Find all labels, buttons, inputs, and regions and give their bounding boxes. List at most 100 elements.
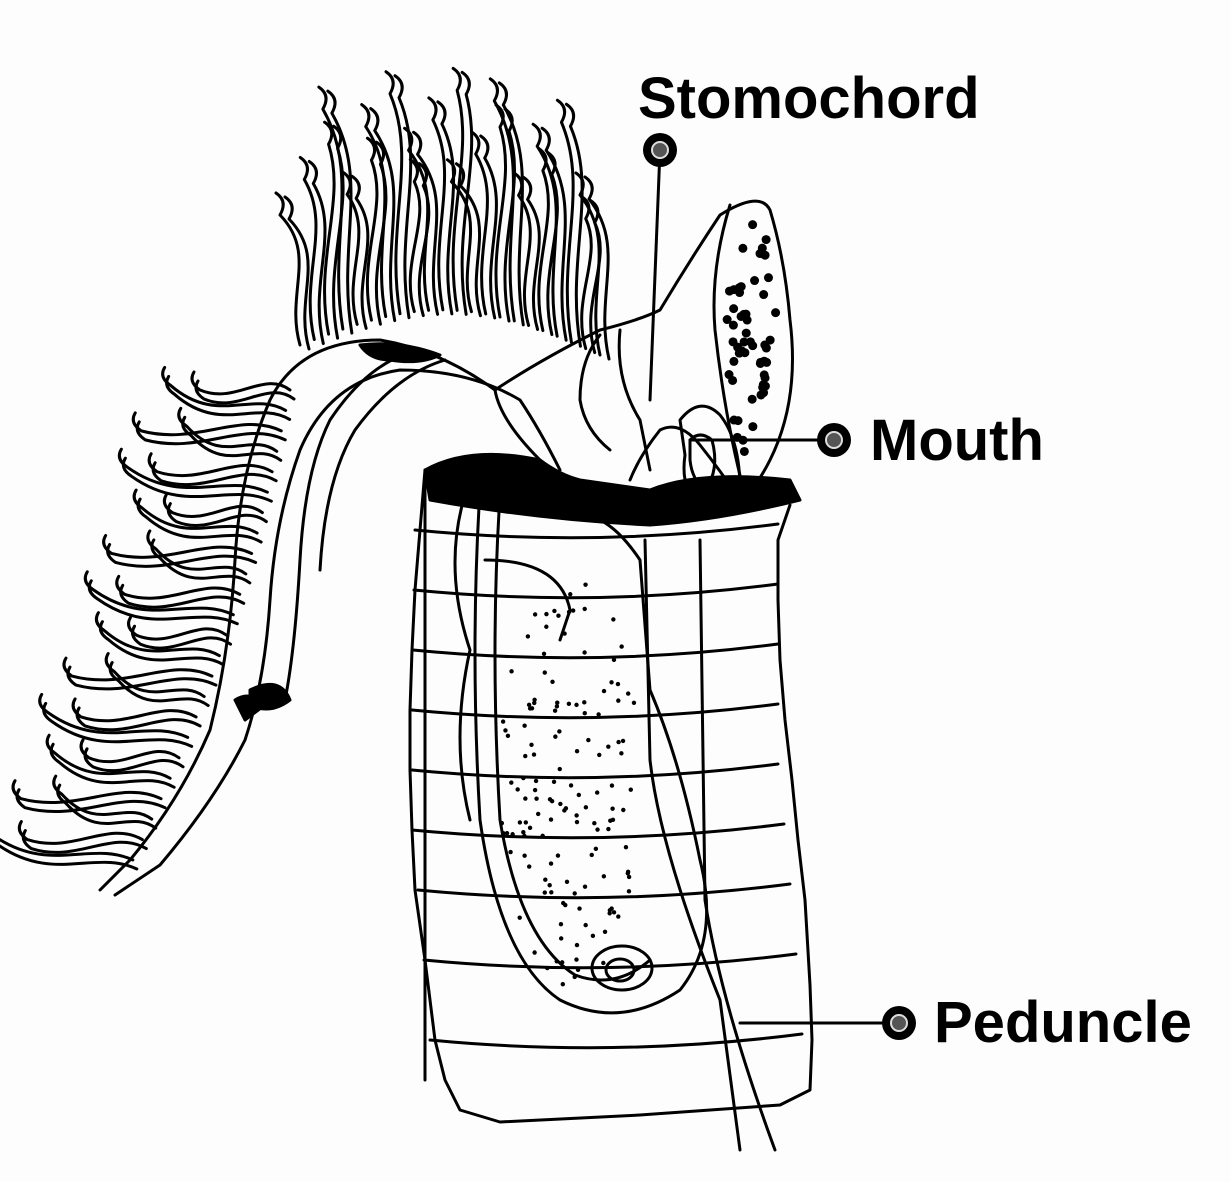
stipple-dot xyxy=(761,382,770,391)
stipple-dot xyxy=(764,273,773,282)
stipple-dot xyxy=(583,884,587,888)
stipple-dot xyxy=(565,880,569,884)
stipple-dot xyxy=(612,910,616,914)
stipple-dot xyxy=(629,787,633,791)
stipple-dot xyxy=(606,827,610,831)
stipple-dot xyxy=(506,734,510,738)
stipple-dot xyxy=(748,395,757,404)
stipple-dot xyxy=(553,709,557,713)
peduncle-ring xyxy=(412,704,778,718)
stipple-dot xyxy=(616,740,620,744)
tentacle xyxy=(129,617,227,639)
stipple-dot xyxy=(619,751,623,755)
stipple-dot xyxy=(542,652,546,656)
tentacle xyxy=(19,822,142,844)
stipple-dot xyxy=(582,700,586,704)
stipple-dot xyxy=(526,634,530,638)
stipple-dot xyxy=(510,832,514,836)
stipple-dot xyxy=(543,890,547,894)
stipple-dot xyxy=(610,807,614,811)
stipple-dot xyxy=(583,711,587,715)
stipple-dot xyxy=(748,341,757,350)
stipple-dot xyxy=(729,357,738,366)
stipple-dot xyxy=(595,827,599,831)
stipple-dot xyxy=(591,934,595,938)
stipple-dot xyxy=(619,644,623,648)
stipple-dot xyxy=(602,689,606,693)
stipple-dot xyxy=(532,701,536,705)
stipple-dot xyxy=(760,341,769,350)
stipple-dot xyxy=(627,875,631,879)
stipple-dot xyxy=(552,780,556,784)
tentacle xyxy=(13,781,161,803)
tentacle xyxy=(362,105,386,317)
tentacle xyxy=(149,454,272,476)
stipple-dot xyxy=(536,812,540,816)
stomochord-label: Stomochord xyxy=(638,70,980,128)
stipple-dot xyxy=(616,682,620,686)
peduncle-ring xyxy=(430,1034,802,1048)
stipple-dot xyxy=(574,703,578,707)
tentacle-edge xyxy=(110,663,208,706)
stipple-dot xyxy=(577,906,581,910)
tentacle xyxy=(64,658,212,680)
stipple-dot xyxy=(586,738,590,742)
stipple-dot xyxy=(761,251,770,260)
stipple-dot xyxy=(569,783,573,787)
stipple-dot xyxy=(568,592,572,596)
stipple-dot xyxy=(533,612,537,616)
peduncle-ring xyxy=(412,764,778,778)
stipple-dot xyxy=(575,749,579,753)
stipple-dot xyxy=(575,943,579,947)
stipple-dot xyxy=(594,847,598,851)
stipple-dot xyxy=(583,582,587,586)
stipple-dot xyxy=(610,783,614,787)
peduncle-ring xyxy=(414,584,778,598)
stipple-dot xyxy=(759,290,768,299)
stipple-dot xyxy=(521,776,525,780)
stipple-dot xyxy=(555,701,559,705)
stipple-dot xyxy=(553,734,557,738)
peduncle-label: Peduncle xyxy=(934,994,1192,1052)
stipple-dot xyxy=(527,864,531,868)
tentacle xyxy=(164,495,262,517)
stipple-dot xyxy=(771,308,780,317)
stipple-dot xyxy=(544,612,548,616)
stipple-dot xyxy=(509,780,513,784)
stipple-dot xyxy=(544,625,548,629)
stipple-dot xyxy=(518,915,522,919)
stipple-dot xyxy=(556,614,560,618)
stipple-dot xyxy=(582,650,586,654)
stipple-dot xyxy=(503,728,507,732)
stipple-dot xyxy=(545,966,549,970)
stipple-dot xyxy=(616,914,620,918)
stipple-dot xyxy=(534,796,538,800)
stipple-dot xyxy=(523,754,527,758)
stipple-dot xyxy=(540,834,544,838)
stipple-dot xyxy=(739,310,748,319)
mouth-label: Mouth xyxy=(870,412,1044,470)
stipple-dot xyxy=(543,670,547,674)
stippling xyxy=(500,220,780,986)
stipple-dot xyxy=(567,702,571,706)
stipple-dot xyxy=(626,870,630,874)
stipple-dot xyxy=(528,826,532,830)
stipple-dot xyxy=(748,220,757,229)
stipple-dot xyxy=(735,283,744,292)
stipple-dot xyxy=(621,739,625,743)
stipple-dot xyxy=(529,743,533,747)
stipple-dot xyxy=(547,883,551,887)
stipple-dot xyxy=(527,703,531,707)
stipple-dot xyxy=(575,820,579,824)
stipple-dot xyxy=(584,805,588,809)
stipple-dot xyxy=(515,787,519,791)
tentacle xyxy=(276,193,300,345)
tentacle xyxy=(81,740,179,762)
stipple-dot xyxy=(549,861,553,865)
stipple-dot xyxy=(750,276,759,285)
stipple-dot xyxy=(608,908,612,912)
tentacle-edge xyxy=(183,417,281,460)
stipple-dot xyxy=(590,853,594,857)
stipple-dot xyxy=(632,701,636,705)
